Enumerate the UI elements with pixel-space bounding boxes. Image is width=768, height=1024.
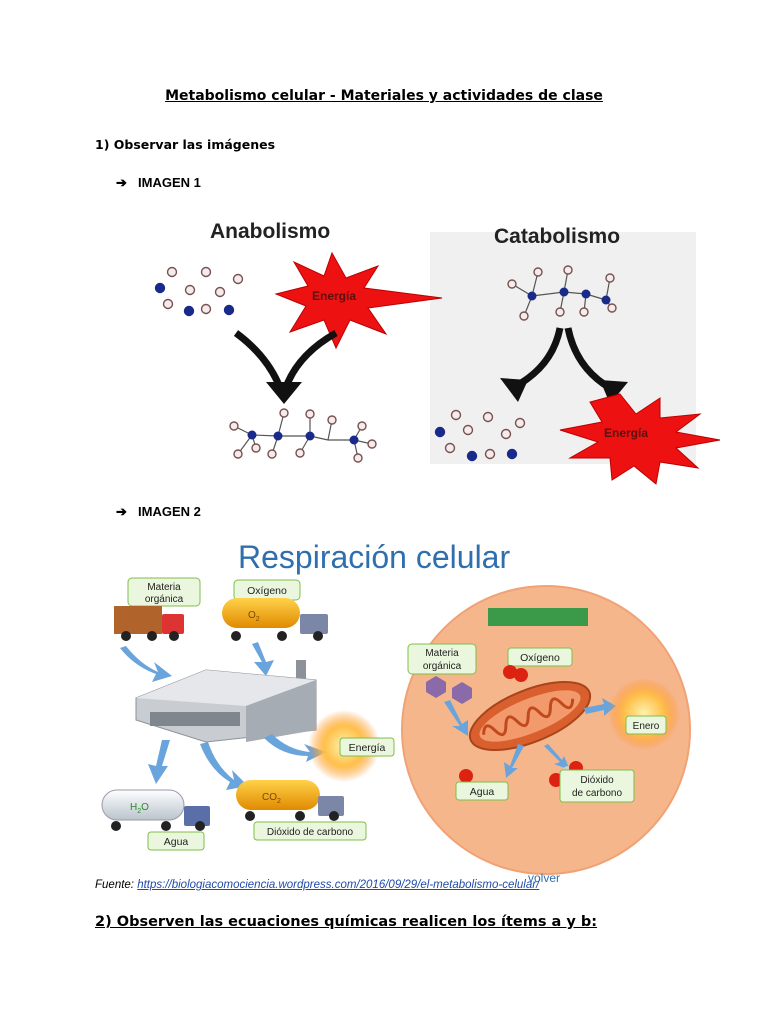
catabolismo-title: Catabolismo [494,225,620,248]
energy-burst-catabolism: Energía [559,393,721,485]
oxigeno-label: Oxígeno [247,585,287,597]
source-citation: Fuente: https://biologiacomociencia.word… [95,879,539,891]
mito-dioxido-line1: Dióxido [580,775,614,786]
image-2-label-text: IMAGEN 2 [138,504,201,519]
agua-label: Agua [164,836,189,848]
factory-building [135,660,317,743]
co2-symbol: CO2 [262,792,281,805]
energy-burst-anabolism: Energía [274,251,443,350]
energia-label-catabolism: Energía [604,426,648,440]
co2-tanker: CO2 Dióxido de carbono [236,780,367,841]
cellular-respiration-diagram: Respiración celular Materia orgánica Oxí… [101,539,691,882]
anabolism-product-molecule [229,408,377,463]
section-1-heading: 1) Observar las imágenes [95,137,276,152]
image-2-label: ➔ IMAGEN 2 [116,504,201,520]
mitochondria-cell: Materia orgánica Oxígeno Enero Agua Dióx… [401,585,691,875]
input-arrows [120,642,274,682]
mito-materia-line2: orgánica [423,661,462,672]
materia-label-line2: orgánica [145,594,184,605]
mito-oxigeno: Oxígeno [520,652,560,664]
mito-agua: Agua [470,786,495,798]
anabolism-free-molecules [154,266,244,317]
document-title: Metabolismo celular - Materiales y activ… [165,88,603,104]
volver-link[interactable]: volver [528,871,560,882]
right-arrow-icon: ➔ [116,175,127,190]
agua-tanker: H2O Agua [101,789,210,851]
catabolism-reactant-molecule [507,265,617,321]
metabolism-diagram: Anabolismo Catabolismo Energía [154,220,721,485]
mito-materia-line1: Materia [425,648,459,659]
h2o-symbol: H2O [130,802,149,815]
o2-symbol: O2 [248,610,260,623]
mitochondrion-organelle [468,681,592,751]
energia-label-anabolism: Energía [312,289,356,303]
converging-arrow [233,329,338,404]
image-1-label: ➔ IMAGEN 1 [116,175,201,191]
materia-organica-truck: Materia orgánica [114,577,201,641]
mito-energia: Enero [633,721,660,732]
right-arrow-icon: ➔ [116,504,127,519]
energia-label: Energía [349,742,386,754]
oxigeno-tanker: Oxígeno O2 [222,579,328,641]
image-1-label-text: IMAGEN 1 [138,175,201,190]
respiracion-title: Respiración celular [238,539,510,575]
catabolism-free-molecules [434,409,526,462]
anabolismo-title: Anabolismo [210,220,330,243]
materia-label-line1: Materia [147,582,181,593]
mito-dioxido-line2: de carbono [572,788,622,799]
energy-glow: Energía [308,710,395,782]
dioxido-label: Dióxido de carbono [267,827,354,838]
source-link[interactable]: https://biologiacomociencia.wordpress.co… [137,879,540,891]
diverging-arrow [500,327,628,404]
source-label: Fuente: [95,879,134,891]
section-2-heading: 2) Observen las ecuaciones químicas real… [95,914,598,930]
